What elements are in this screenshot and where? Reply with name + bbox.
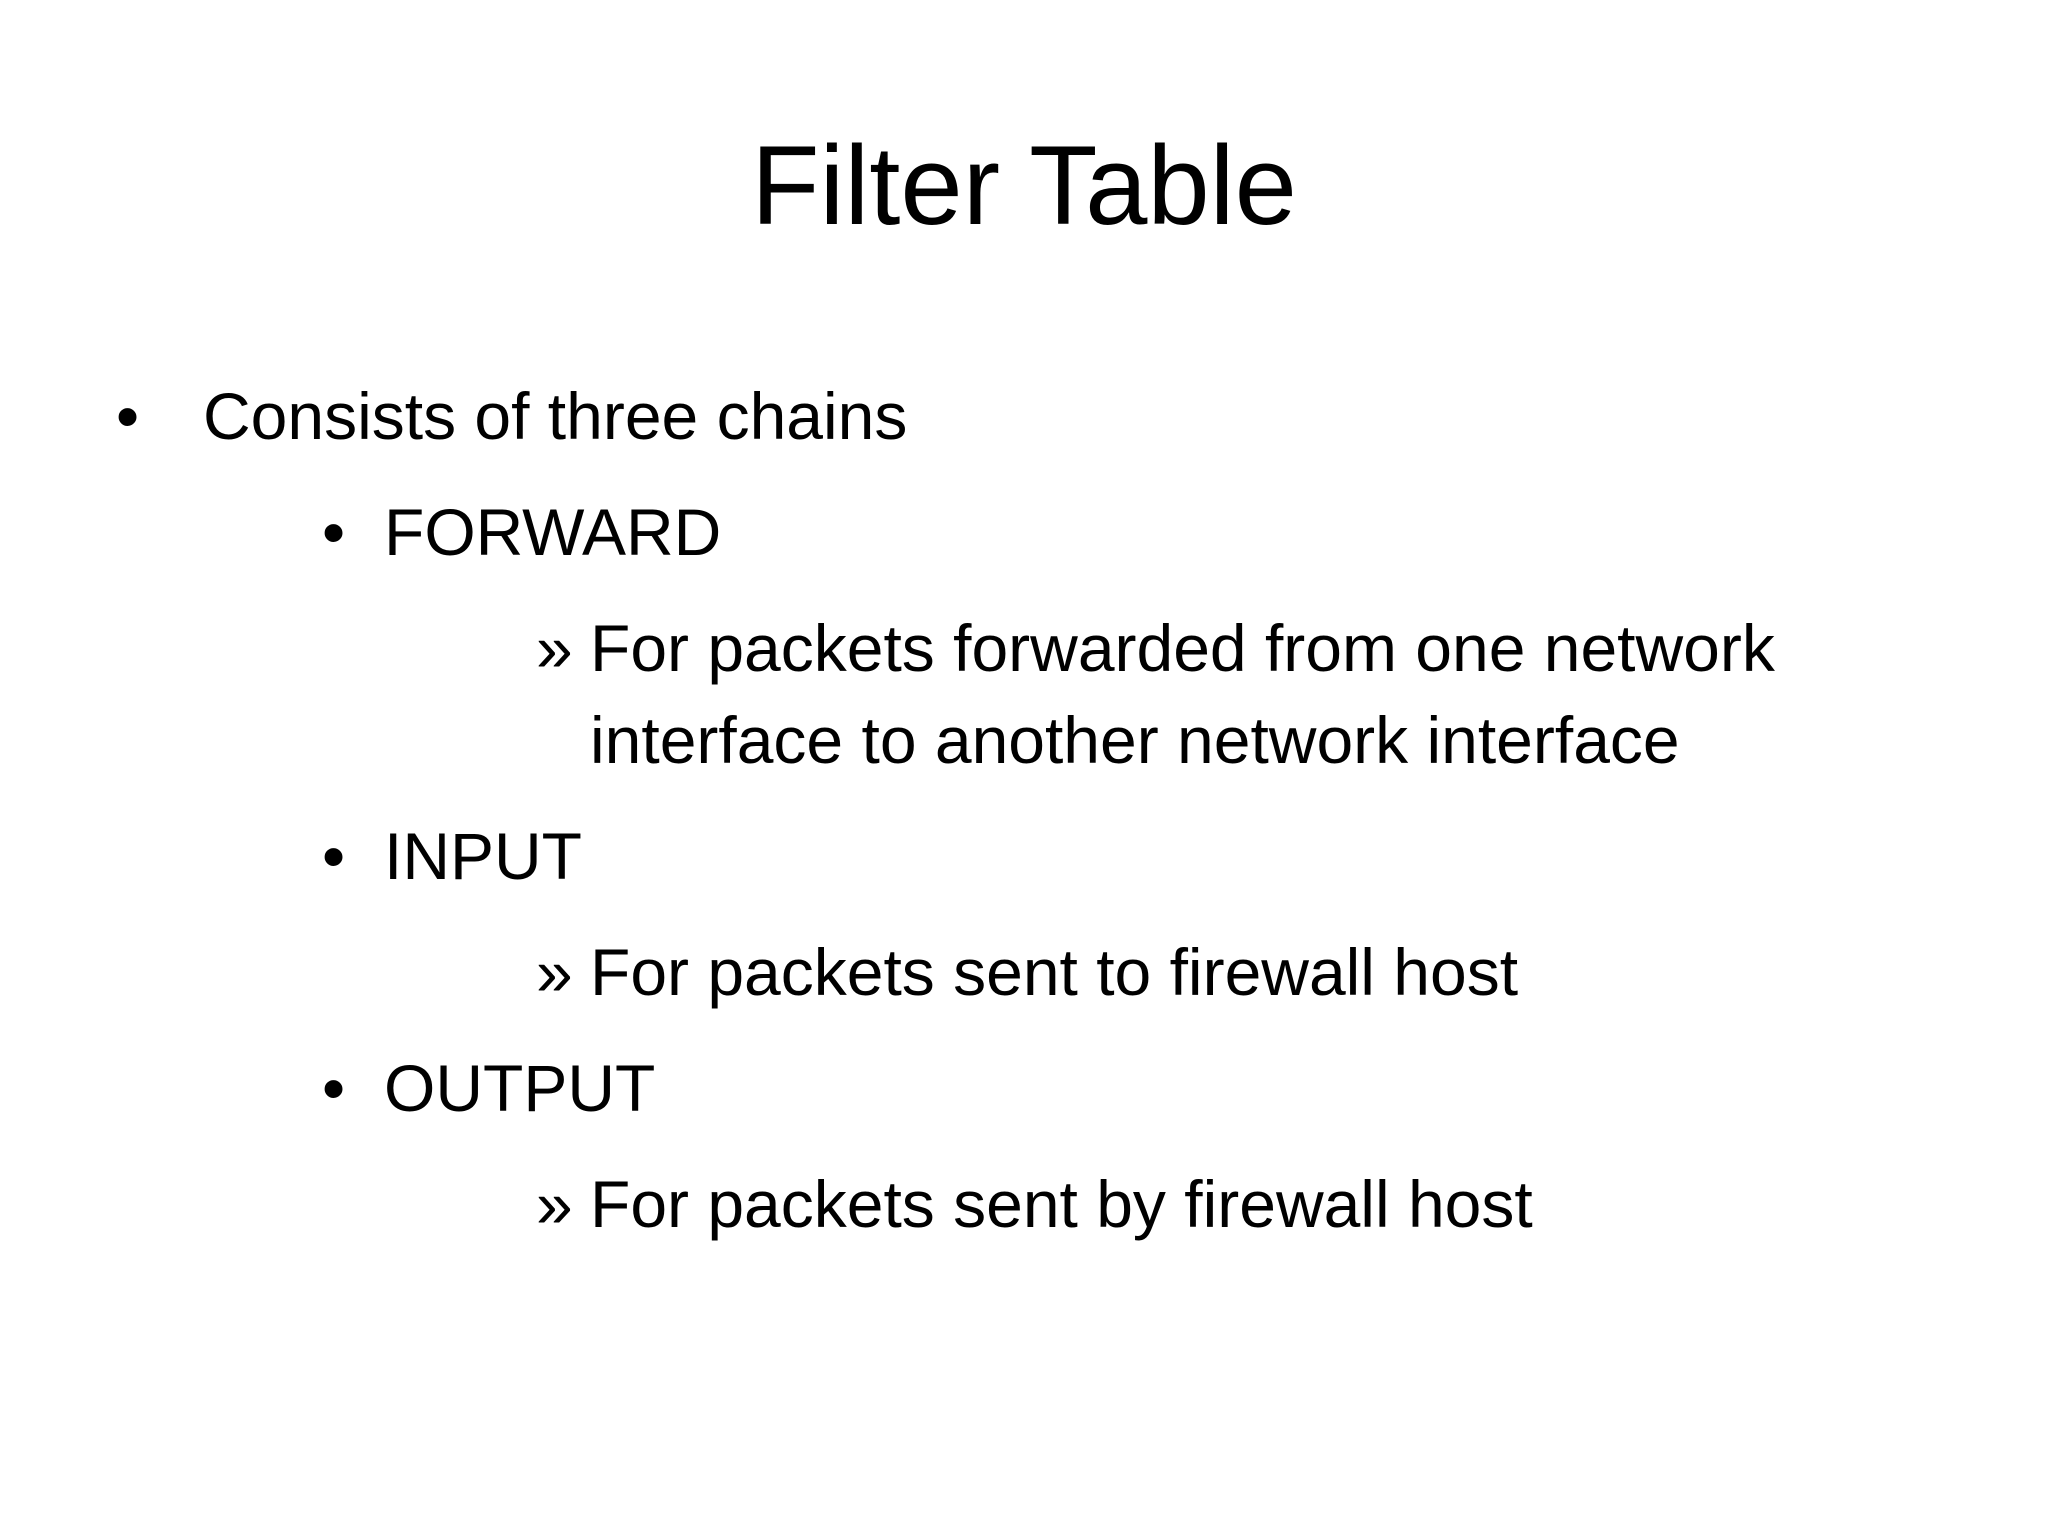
bullet-item: »For packets sent by firewall host — [0, 1158, 2048, 1250]
bullet-item: • INPUT — [0, 810, 2048, 902]
bullet-list: •Consists of three chains•FORWARD»For pa… — [0, 256, 2048, 1250]
slide-title: Filter Table — [751, 123, 1297, 248]
bullet-marker: • — [116, 379, 140, 453]
bullet-text: For packets sent by firewall host — [590, 1167, 1533, 1241]
bullet-text: Consists of three chains — [203, 379, 908, 453]
bullet-marker: • — [322, 819, 346, 893]
bullet-marker: » — [536, 1167, 573, 1241]
bullet-marker: » — [536, 935, 573, 1009]
bullet-marker: • — [322, 495, 346, 569]
bullet-item: »For packets sent to firewall host — [0, 926, 2048, 1018]
bullet-text: FORWARD — [384, 495, 722, 569]
bullet-marker: • — [322, 1051, 346, 1125]
bullet-text: For packets sent to firewall host — [590, 935, 1519, 1009]
bullet-item: • OUTPUT — [0, 1042, 2048, 1134]
bullet-text: For packets forwarded from one network i… — [590, 611, 1775, 777]
bullet-text: OUTPUT — [384, 1051, 656, 1125]
bullet-item: • Consists of three chains — [0, 370, 2048, 462]
bullet-marker: » — [536, 611, 573, 685]
bullet-item: • FORWARD — [0, 486, 2048, 578]
bullet-text: INPUT — [384, 819, 582, 893]
bullet-item: »For packets forwarded from one network … — [0, 602, 2048, 786]
